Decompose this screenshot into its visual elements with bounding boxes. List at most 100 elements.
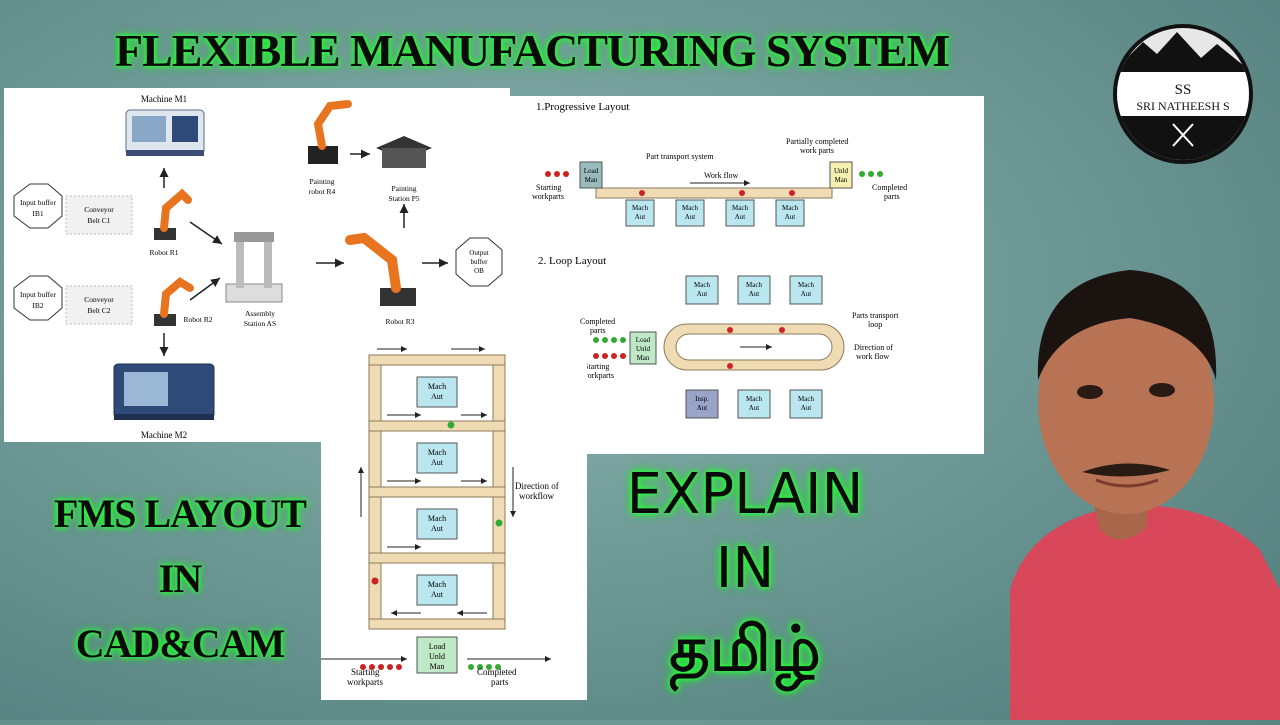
- svg-text:Aut: Aut: [801, 290, 812, 298]
- svg-text:Input buffer: Input buffer: [20, 290, 56, 299]
- svg-text:Belt C2: Belt C2: [87, 306, 110, 315]
- svg-text:Load: Load: [636, 336, 651, 344]
- loop-heading: 2. Loop Layout: [538, 255, 606, 267]
- progressive-unld-man: [829, 161, 853, 189]
- svg-text:Mach: Mach: [428, 382, 446, 391]
- explain-line-3: தமிழ்: [669, 612, 821, 685]
- svg-text:Aut: Aut: [749, 404, 760, 412]
- svg-text:Work flow: Work flow: [704, 171, 738, 180]
- svg-text:Aut: Aut: [735, 213, 746, 221]
- robot-r1-label: Robot R1: [150, 248, 179, 257]
- svg-text:OB: OB: [474, 267, 484, 275]
- svg-text:Aut: Aut: [697, 290, 708, 298]
- caption-line-2: IN: [158, 556, 202, 601]
- svg-text:Aut: Aut: [749, 290, 760, 298]
- progressive-heading: 1.Progressive Layout: [536, 101, 629, 113]
- svg-text:Station AS: Station AS: [244, 319, 276, 328]
- svg-text:Conveyor: Conveyor: [84, 295, 114, 304]
- ladder-parts: [360, 421, 503, 670]
- svg-text:Mach: Mach: [428, 514, 446, 523]
- svg-text:work flow: work flow: [856, 352, 889, 361]
- svg-text:Output: Output: [469, 249, 489, 257]
- svg-text:parts: parts: [590, 326, 606, 335]
- svg-text:Completed: Completed: [477, 667, 517, 677]
- svg-text:Part transport system: Part transport system: [646, 152, 714, 161]
- svg-text:Starting: Starting: [536, 183, 561, 192]
- input-buffer-ib2: Input buffer IB2: [13, 275, 63, 321]
- machine-m1-label: Machine M1: [141, 94, 187, 104]
- machine-m1-icon: [125, 109, 205, 156]
- svg-text:Mach: Mach: [732, 204, 748, 212]
- output-buffer-ob: Output buffer OB: [455, 237, 503, 287]
- caption-line-1: FMS LAYOUT: [54, 491, 307, 536]
- svg-text:Mach: Mach: [746, 281, 762, 289]
- main-title: FLEXIBLE MANUFACTURING SYSTEM: [115, 25, 950, 76]
- svg-text:Unld: Unld: [429, 652, 445, 661]
- svg-text:Mach: Mach: [428, 580, 446, 589]
- svg-text:Load: Load: [584, 167, 599, 175]
- assembly-station-icon: [225, 232, 283, 303]
- flow-arrows: [159, 149, 448, 356]
- painting-station-icon: [376, 136, 432, 168]
- svg-text:Aut: Aut: [801, 404, 812, 412]
- svg-text:Aut: Aut: [431, 590, 444, 599]
- presenter-svg: [1010, 270, 1280, 720]
- svg-text:Conveyor: Conveyor: [84, 205, 114, 214]
- svg-text:Aut: Aut: [697, 404, 708, 412]
- svg-text:Man: Man: [835, 176, 848, 184]
- svg-text:Aut: Aut: [785, 213, 796, 221]
- ladder-arrows: [321, 346, 551, 662]
- svg-text:IB2: IB2: [32, 301, 44, 310]
- robot-r2-icon: [154, 277, 194, 326]
- svg-text:workparts: workparts: [532, 192, 564, 201]
- progressive-load-man: [579, 161, 603, 189]
- conveyor-c1: Conveyor Belt C1: [65, 195, 133, 235]
- svg-text:Starting: Starting: [584, 362, 609, 371]
- svg-text:Insp.: Insp.: [695, 395, 709, 403]
- svg-text:Aut: Aut: [431, 458, 444, 467]
- svg-text:parts: parts: [491, 677, 509, 687]
- progressive-track: [595, 187, 833, 199]
- svg-text:Parts transport: Parts transport: [852, 311, 899, 320]
- svg-text:Aut: Aut: [431, 524, 444, 533]
- mountain-icon: [1117, 28, 1249, 70]
- machine-m2-icon: [113, 363, 215, 420]
- robot-r2-label: Robot R2: [184, 315, 213, 324]
- progressive-parts: [545, 171, 883, 196]
- svg-text:Unld: Unld: [636, 345, 651, 353]
- svg-text:parts: parts: [884, 192, 900, 201]
- svg-text:Aut: Aut: [635, 213, 646, 221]
- svg-text:work parts: work parts: [800, 146, 834, 155]
- ladder-load-unld: [416, 636, 458, 674]
- svg-text:Starting: Starting: [351, 667, 380, 677]
- svg-text:Station P5: Station P5: [388, 194, 419, 203]
- svg-text:Belt C1: Belt C1: [87, 216, 110, 225]
- explain-line-1: EXPLAIN: [626, 462, 864, 527]
- logo-initials: SS: [1175, 82, 1192, 98]
- loop-parts: [593, 327, 785, 369]
- svg-text:Load: Load: [429, 642, 445, 651]
- input-buffer-ib1: Input buffer IB1: [13, 183, 63, 229]
- svg-text:Man: Man: [585, 176, 598, 184]
- svg-text:Aut: Aut: [685, 213, 696, 221]
- svg-text:workflow: workflow: [519, 491, 554, 501]
- ladder-frame: [368, 354, 506, 630]
- svg-text:buffer: buffer: [471, 258, 489, 266]
- painting-robot-icon: [308, 100, 352, 164]
- caption-line-3: CAD&CAM: [75, 621, 286, 666]
- svg-text:Mach: Mach: [746, 395, 762, 403]
- svg-text:Completed: Completed: [580, 317, 615, 326]
- svg-text:Input buffer: Input buffer: [20, 198, 56, 207]
- svg-text:Mach: Mach: [798, 281, 814, 289]
- layout-types-svg: 1.Progressive Layout Part transport syst…: [532, 101, 907, 419]
- robot-r1-icon: [154, 188, 192, 240]
- svg-text:Mach: Mach: [632, 204, 648, 212]
- logo-svg: SS SRI NATHEESH S: [1117, 28, 1249, 160]
- cross-icon: [1172, 123, 1194, 147]
- conveyor-c2: Conveyor Belt C2: [65, 285, 133, 325]
- svg-text:robot R4: robot R4: [309, 187, 336, 196]
